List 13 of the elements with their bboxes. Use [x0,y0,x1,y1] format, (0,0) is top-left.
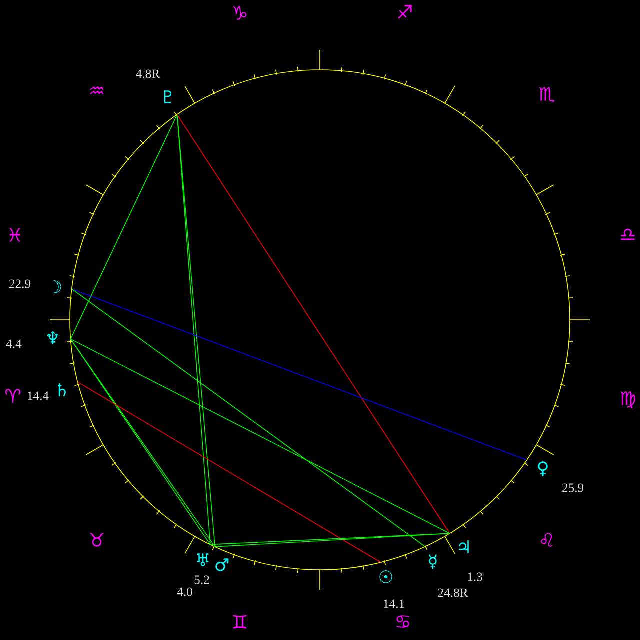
sign-symbol: ♓ [10,228,20,242]
degree-label: 22.9 [9,280,31,288]
sign-symbol: ♐ [398,5,412,19]
sign-symbol: ♎ [621,228,635,240]
degree-label: 4.4 [6,340,22,348]
degree-label: 14.1 [384,600,404,608]
sign-symbol: ♑ [233,6,247,20]
degree-label: 14.4 [28,392,49,400]
sign-symbol: ♍ [620,392,636,408]
sign-symbol: ♈ [6,389,21,403]
sign-symbol: ♋ [396,616,410,628]
degree-label: 24.8R [438,588,468,598]
sign-symbol: ♊ [233,615,247,629]
